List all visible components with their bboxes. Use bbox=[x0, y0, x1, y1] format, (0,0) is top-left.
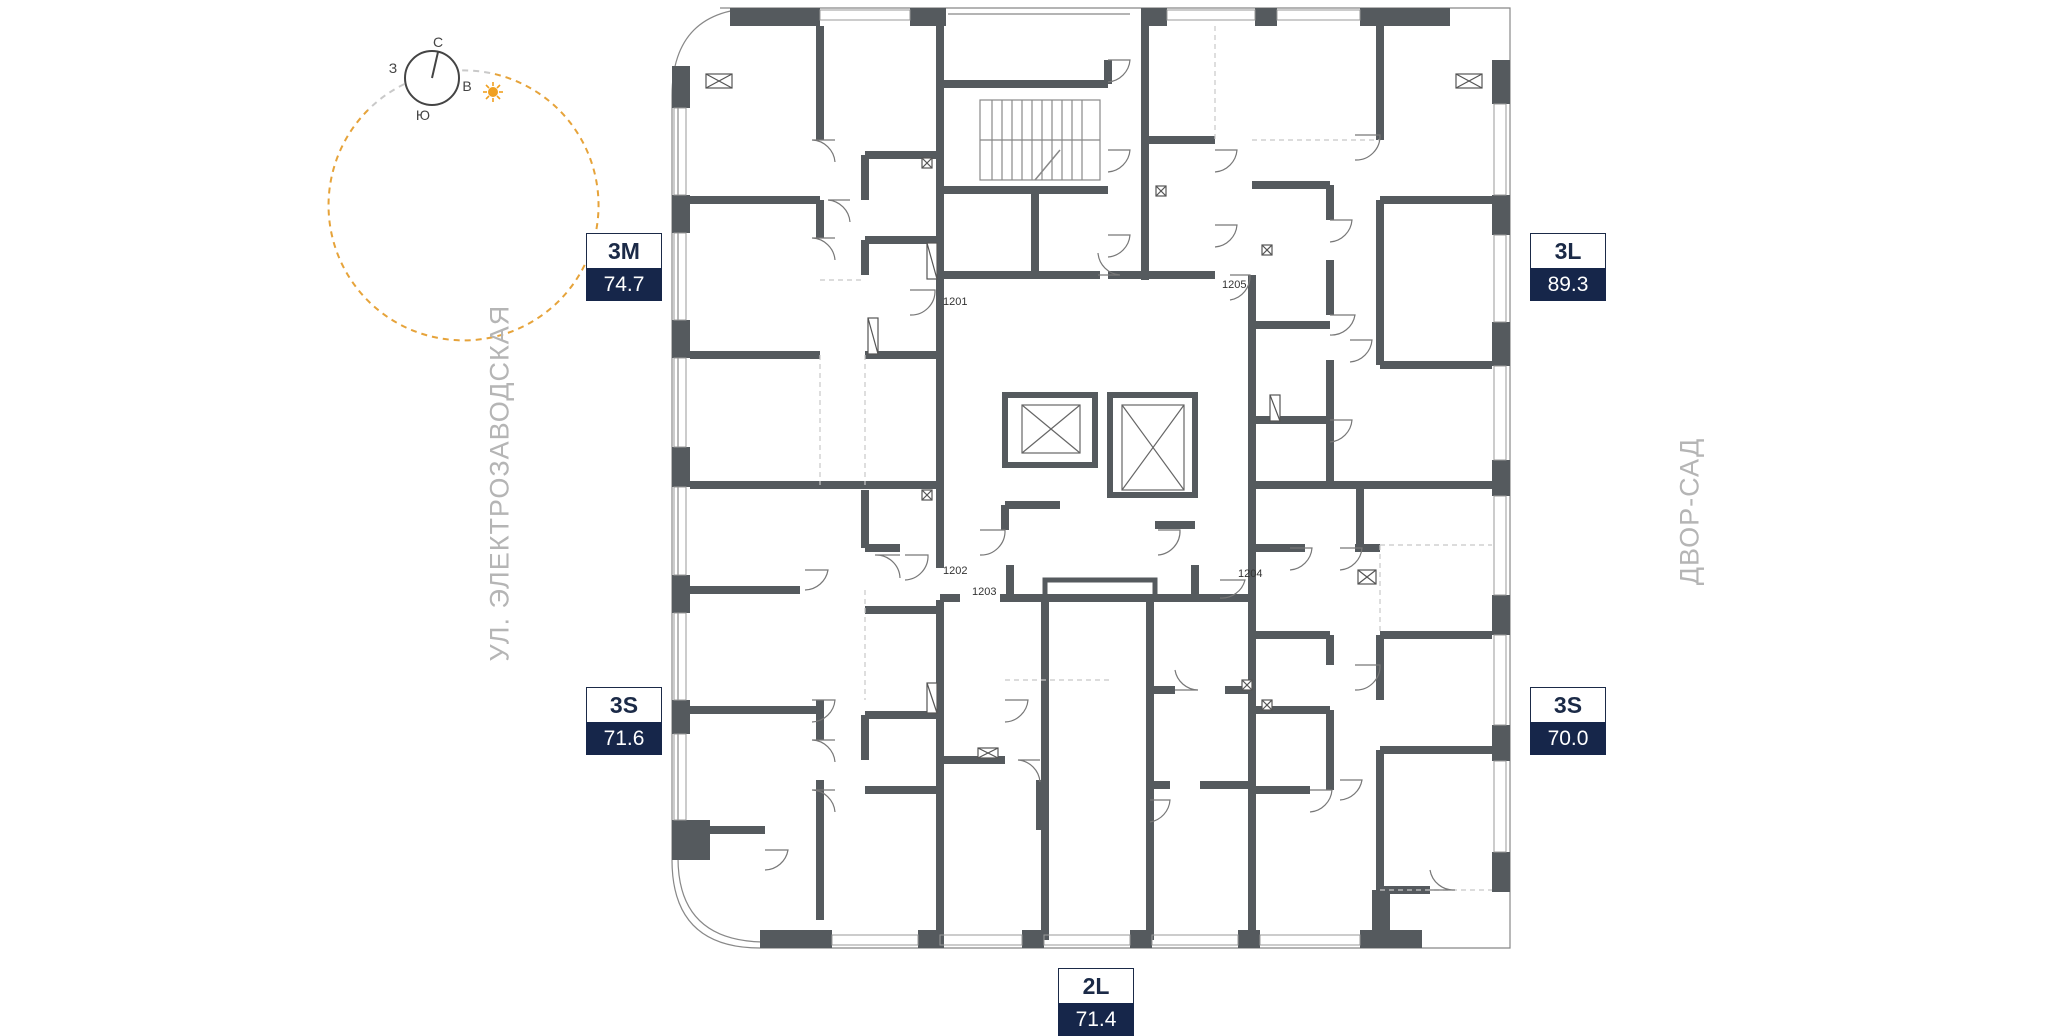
street-label-west: УЛ. ЭЛЕКТРОЗАВОДСКАЯ bbox=[484, 304, 515, 662]
apartment-area: 74.7 bbox=[586, 268, 662, 301]
apartment-type: 3S bbox=[586, 687, 662, 722]
door-number: 1204 bbox=[1238, 568, 1262, 580]
apartment-type: 3L bbox=[1530, 233, 1606, 268]
stair bbox=[979, 99, 1101, 181]
interior-walls bbox=[690, 8, 1492, 948]
lift-shafts bbox=[1021, 404, 1185, 491]
compass-south-label: Ю bbox=[416, 107, 430, 123]
vent-shafts bbox=[705, 73, 1483, 759]
door-number: 1205 bbox=[1222, 279, 1246, 291]
apartment-area: 71.6 bbox=[586, 722, 662, 755]
door-swings bbox=[764, 59, 1456, 891]
building-outline bbox=[671, 7, 1511, 949]
exterior-walls bbox=[672, 8, 1510, 948]
apartment-area: 89.3 bbox=[1530, 268, 1606, 301]
door-number: 1202 bbox=[943, 565, 967, 577]
compass-north-label: С bbox=[433, 34, 443, 50]
door-number: 1203 bbox=[972, 586, 996, 598]
street-label-east: ДВОР-САД bbox=[1674, 437, 1705, 586]
door-number: 1201 bbox=[943, 296, 967, 308]
apartment-badge-3l[interactable]: 3L 89.3 bbox=[1530, 233, 1606, 301]
apartment-badge-2l[interactable]: 2L 71.4 bbox=[1058, 968, 1134, 1036]
door-numbers: 1201 1202 1203 1204 1205 bbox=[943, 279, 1262, 598]
apartment-badge-3m[interactable]: 3M 74.7 bbox=[586, 233, 662, 301]
windows bbox=[673, 9, 1507, 946]
compass-west-label: З bbox=[389, 60, 397, 76]
compass: С З В Ю bbox=[327, 34, 600, 342]
apartment-area: 71.4 bbox=[1058, 1003, 1134, 1036]
apartment-type: 2L bbox=[1058, 968, 1134, 1003]
apartment-type: 3S bbox=[1530, 687, 1606, 722]
zone-lines bbox=[819, 26, 1492, 891]
apartment-badge-3s-west[interactable]: 3S 71.6 bbox=[586, 687, 662, 755]
apartment-badge-3s-east[interactable]: 3S 70.0 bbox=[1530, 687, 1606, 755]
apartment-area: 70.0 bbox=[1530, 722, 1606, 755]
compass-east-label: В bbox=[462, 78, 471, 94]
apartment-type: 3M bbox=[586, 233, 662, 268]
sun-icon bbox=[483, 82, 503, 102]
